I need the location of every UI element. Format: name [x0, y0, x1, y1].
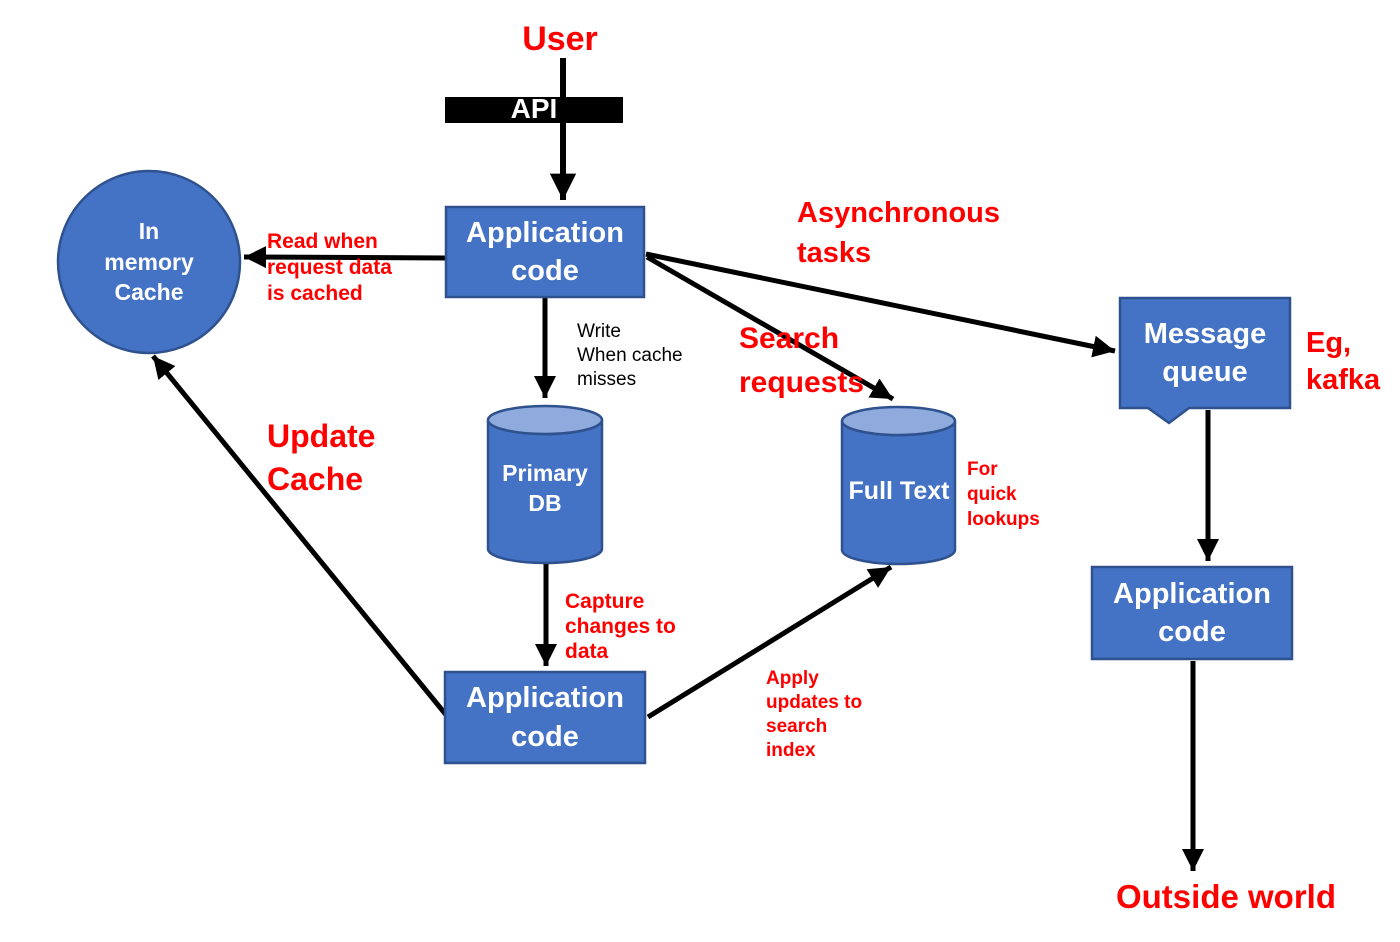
read-when-annotation: Read when request data is cached [267, 230, 392, 305]
app-code-cdc-label: Application code [466, 682, 624, 753]
api-label: API [510, 92, 558, 124]
app-code-top-shape [444, 205, 646, 299]
app-code-consumer-label: Application code [1113, 577, 1271, 648]
primary-db-label: Primary DB [502, 459, 588, 516]
write-when-annotation: Write When cache misses [577, 321, 683, 390]
in-memory-cache-label: In memory Cache [104, 218, 194, 306]
in-memory-cache-shape [56, 169, 242, 355]
edge-update-cache-arrow [151, 354, 449, 718]
async-tasks-annotation: Asynchronous tasks [797, 197, 1001, 269]
search-requests-annotation: Search requests [739, 322, 865, 399]
message-queue-shape [1118, 296, 1292, 425]
update-cache-annotation: Update Cache [267, 418, 376, 497]
app-code-cdc-shape [443, 670, 647, 765]
edge-async-queue-arrow [645, 251, 1116, 358]
edge-read-cache-arrow [243, 246, 447, 269]
app-code-consumer-shape [1090, 565, 1294, 661]
app-code-top-label: Application code [466, 216, 624, 287]
primary-db-cylinder-top [486, 404, 604, 436]
capture-changes-annotation: Capture changes to data [565, 590, 676, 663]
full-text-cylinder-top [840, 405, 957, 437]
eg-kafka-annotation: Eg, kafka [1306, 327, 1381, 396]
message-queue-label: Message queue [1143, 317, 1267, 388]
api-bar-shape [445, 97, 623, 123]
edge-search-fulltext-arrow [645, 254, 895, 402]
for-quick-lookups-annotation: For quick lookups [967, 459, 1040, 530]
user-label: User [522, 20, 598, 58]
edge-apply-updates-arrow [646, 564, 893, 720]
full-text-label: Full Text [848, 476, 950, 505]
apply-updates-annotation: Apply updates to search index [766, 668, 863, 761]
outside-world-label: Outside world [1115, 878, 1336, 915]
